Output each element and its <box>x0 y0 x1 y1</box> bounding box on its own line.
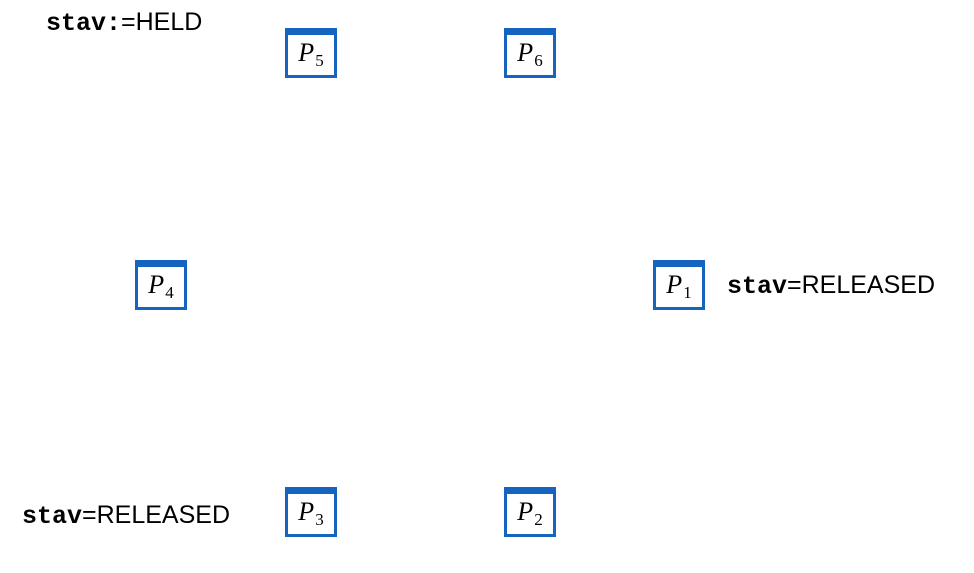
node-label: P6 <box>517 37 543 70</box>
node-label: P5 <box>298 37 324 70</box>
state-value: =RELEASED <box>787 271 936 299</box>
process-node-p6: P6 <box>504 28 556 78</box>
state-value: =RELEASED <box>82 501 231 529</box>
state-value: =HELD <box>121 8 203 36</box>
process-node-p3: P3 <box>285 487 337 537</box>
node-label: P4 <box>148 269 174 302</box>
state-label-p5: stav:=HELD <box>46 8 203 38</box>
state-label-p3: stav=RELEASED <box>22 501 231 531</box>
process-node-p5: P5 <box>285 28 337 78</box>
process-node-p4: P4 <box>135 260 187 310</box>
node-label: P2 <box>517 496 543 529</box>
state-keyword: stav <box>22 502 83 531</box>
state-label-p1: stav=RELEASED <box>727 271 936 301</box>
state-keyword: stav <box>727 272 788 301</box>
node-label: P1 <box>666 269 692 302</box>
process-node-p1: P1 <box>653 260 705 310</box>
process-node-p2: P2 <box>504 487 556 537</box>
node-label: P3 <box>298 496 324 529</box>
state-keyword: stav: <box>46 9 122 38</box>
